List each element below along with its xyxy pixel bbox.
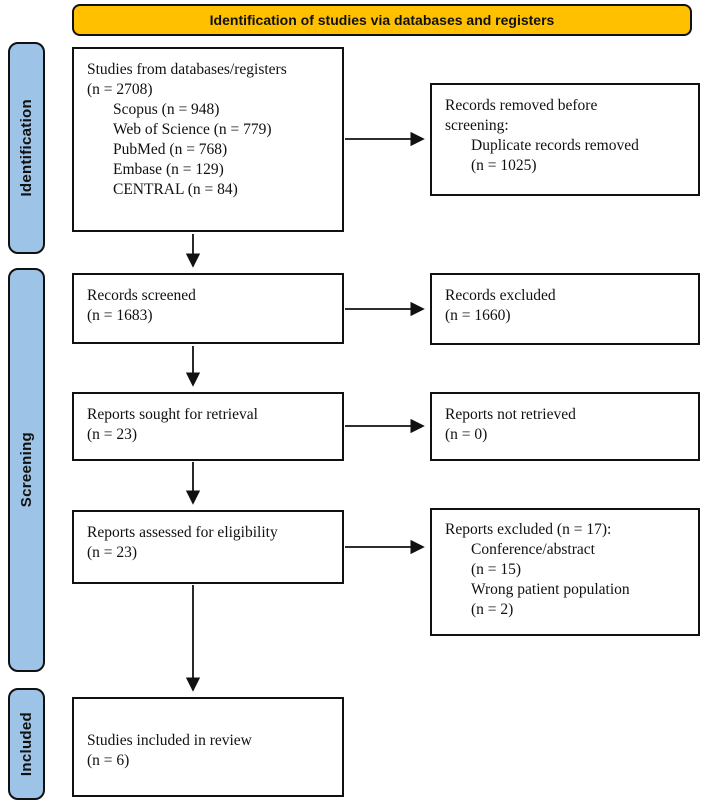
stage-label-screening-text: Screening: [18, 432, 35, 508]
excluded-reason-conference: Conference/abstract: [471, 541, 595, 558]
duplicates-removed-count: (n = 1025): [471, 157, 537, 174]
box-studies-identified: Studies from databases/registers (n = 27…: [72, 47, 344, 232]
duplicates-removed-line: Duplicate records removed: [471, 137, 639, 154]
stage-label-identification: Identification: [8, 42, 45, 254]
box-reports-assessed-count: (n = 23): [87, 544, 138, 561]
stage-label-screening: Screening: [8, 268, 45, 672]
excluded-reason-population-count: (n = 2): [471, 601, 514, 618]
stage-label-included-text: Included: [18, 711, 35, 777]
box-records-excluded-line: Records excluded: [445, 287, 556, 304]
stage-label-identification-text: Identification: [18, 99, 35, 197]
box-reports-assessed: Reports assessed for eligibility (n = 23…: [72, 510, 344, 584]
box-studies-included-count: (n = 6): [87, 752, 130, 769]
box-records-screened: Records screened (n = 1683): [72, 273, 344, 344]
box-records-screened-count: (n = 1683): [87, 307, 153, 324]
box-studies-included: Studies included in review (n = 6): [72, 697, 344, 797]
box-reports-assessed-line: Reports assessed for eligibility: [87, 524, 278, 541]
box-reports-sought: Reports sought for retrieval (n = 23): [72, 392, 344, 461]
box-records-removed: Records removed before screening: Duplic…: [430, 83, 700, 196]
box-records-excluded-count: (n = 1660): [445, 307, 511, 324]
database-count-central: CENTRAL (n = 84): [113, 181, 238, 198]
box-studies-identified-line: Studies from databases/registers: [87, 61, 287, 78]
excluded-reason-population: Wrong patient population: [471, 581, 630, 598]
box-records-excluded: Records excluded (n = 1660): [430, 273, 700, 345]
box-studies-included-line: Studies included in review: [87, 732, 252, 749]
box-reports-sought-line: Reports sought for retrieval: [87, 406, 258, 423]
box-records-removed-line: screening:: [445, 117, 509, 134]
box-studies-identified-line: (n = 2708): [87, 81, 153, 98]
box-records-screened-line: Records screened: [87, 287, 196, 304]
box-reports-excluded: Reports excluded (n = 17): Conference/ab…: [430, 508, 700, 636]
box-reports-not-retrieved-line: Reports not retrieved: [445, 406, 576, 423]
box-records-removed-line: Records removed before: [445, 97, 598, 114]
database-count-web-of-science: Web of Science (n = 779): [113, 121, 272, 138]
diagram-title-banner: Identification of studies via databases …: [72, 4, 692, 36]
diagram-title: Identification of studies via databases …: [209, 12, 555, 28]
box-reports-sought-count: (n = 23): [87, 426, 138, 443]
database-count-embase: Embase (n = 129): [113, 161, 224, 178]
box-reports-excluded-title: Reports excluded (n = 17):: [445, 521, 612, 538]
excluded-reason-conference-count: (n = 15): [471, 561, 522, 578]
database-count-pubmed: PubMed (n = 768): [113, 141, 228, 158]
database-count-scopus: Scopus (n = 948): [113, 101, 220, 118]
stage-label-included: Included: [8, 688, 45, 800]
box-reports-not-retrieved-count: (n = 0): [445, 426, 488, 443]
box-reports-not-retrieved: Reports not retrieved (n = 0): [430, 392, 700, 461]
